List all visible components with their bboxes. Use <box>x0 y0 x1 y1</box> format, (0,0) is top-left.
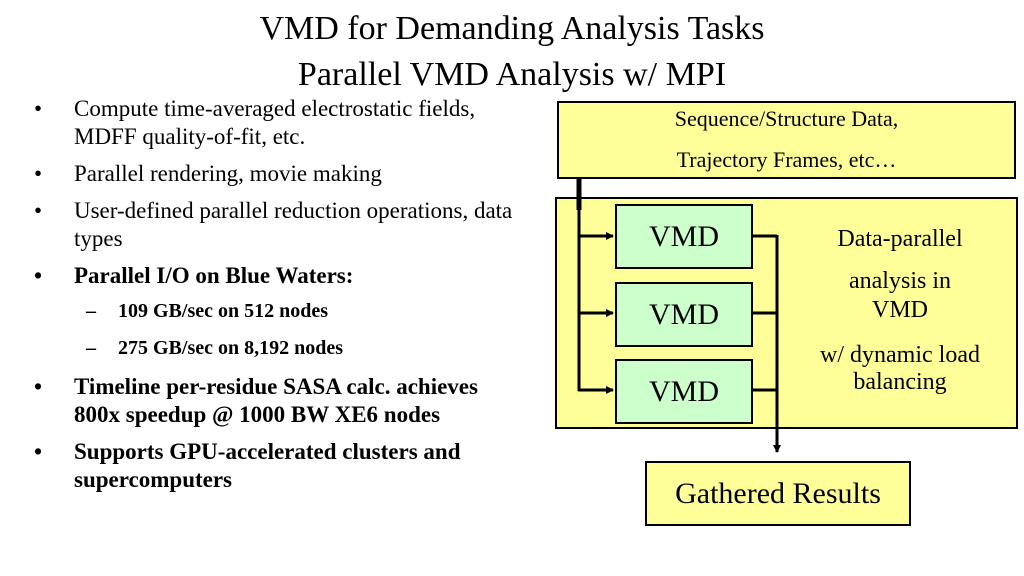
bullet-text: User-defined parallel reduction operatio… <box>74 198 513 251</box>
slide-title-line2: Parallel VMD Analysis w/ MPI <box>297 56 727 93</box>
bullet-text: Timeline per-residue SASA calc. achieves… <box>74 374 478 427</box>
bullet-text: Parallel rendering, movie making <box>74 161 382 186</box>
bullet-text: Compute time-averaged electrostatic fiel… <box>74 96 476 149</box>
bullet-item: • User-defined parallel reduction operat… <box>34 197 514 253</box>
vmd-worker-1: VMD <box>615 204 753 269</box>
bullet-marker: • <box>34 198 43 223</box>
bullet-item: • Compute time-averaged electrostatic fi… <box>34 95 514 151</box>
sub-bullet-text: 275 GB/sec on 8,192 nodes <box>118 337 344 359</box>
parallel-text-line2: analysis in <box>849 268 951 294</box>
sub-bullet-marker: – <box>86 337 96 359</box>
parallel-text-line3: VMD <box>871 297 928 323</box>
bullet-marker: • <box>34 161 43 186</box>
input-data-line2: Trajectory Frames, etc… <box>676 147 897 172</box>
sub-bullet-item: – 275 GB/sec on 8,192 nodes <box>34 336 514 360</box>
bullet-marker: • <box>34 96 43 121</box>
input-data-line1: Sequence/Structure Data, <box>674 106 899 131</box>
vmd-worker-3: VMD <box>615 359 753 424</box>
sub-bullet-marker: – <box>86 300 96 322</box>
bullet-item: • Supports GPU-accelerated clusters and … <box>34 438 514 494</box>
bullet-marker: • <box>34 439 43 464</box>
parallel-text-line5: balancing <box>853 369 947 395</box>
vmd-worker-2: VMD <box>615 282 753 347</box>
input-data-box: Sequence/Structure Data, Trajectory Fram… <box>557 101 1016 179</box>
bullet-list: • Compute time-averaged electrostatic fi… <box>34 95 514 503</box>
sub-bullet-text: 109 GB/sec on 512 nodes <box>118 300 329 322</box>
gathered-results-box: Gathered Results <box>645 461 911 526</box>
parallel-text-line4: w/ dynamic load <box>820 342 980 368</box>
bullet-item: • Parallel rendering, movie making <box>34 160 514 188</box>
parallel-text-line1: Data-parallel <box>837 226 963 252</box>
bullet-text: Supports GPU-accelerated clusters and su… <box>74 439 461 492</box>
bullet-marker: • <box>34 374 43 399</box>
bullet-item: • Timeline per-residue SASA calc. achiev… <box>34 373 514 429</box>
sub-bullet-item: – 109 GB/sec on 512 nodes <box>34 299 514 323</box>
bullet-text: Parallel I/O on Blue Waters: <box>74 263 354 288</box>
bullet-item: • Parallel I/O on Blue Waters: <box>34 262 514 290</box>
bullet-marker: • <box>34 263 43 288</box>
slide-title-line1: VMD for Demanding Analysis Tasks <box>259 10 765 47</box>
